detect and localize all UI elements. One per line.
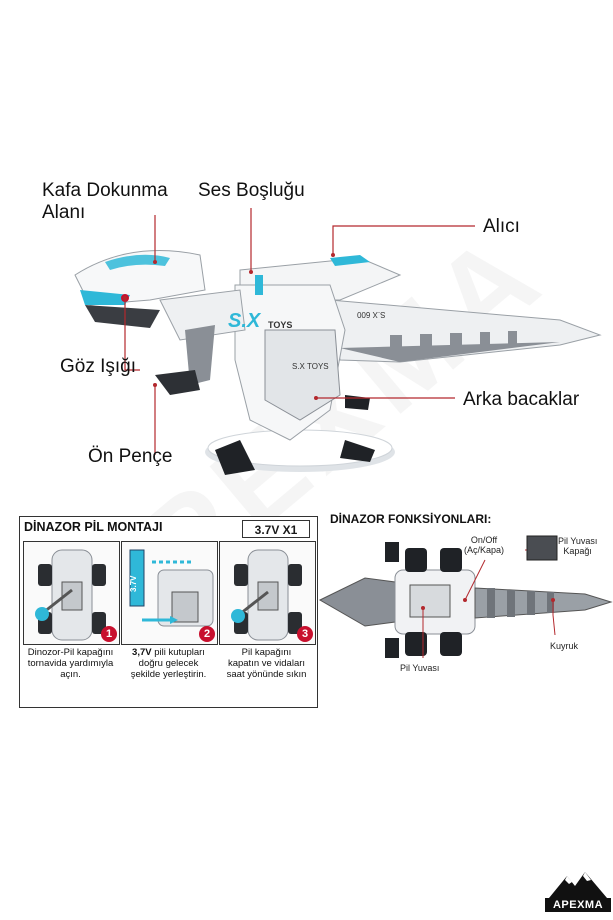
step1-caption-line1: Dinozor-Pil kapağını xyxy=(27,647,114,658)
step2-battery-insert-image xyxy=(129,549,214,627)
step1-caption-line2: tornavida yardımıyla xyxy=(27,658,114,669)
step2-caption-line1: 3,7V pili kutupları xyxy=(121,647,216,658)
robot-tail-mark: S.X 600 xyxy=(357,310,386,319)
battery-cover-label: Pil Yuvası Kapağı xyxy=(558,536,597,556)
onoff-label: On/Off (Aç/Kapa) xyxy=(464,535,504,555)
step2-caption-line2: doğru gelecek xyxy=(138,658,199,669)
step2-number-badge: 2 xyxy=(199,626,215,642)
mountain-icon xyxy=(549,872,607,898)
robot-brand-logo: S.X xyxy=(228,310,261,332)
step3-caption-line1: Pil kapağını xyxy=(241,647,292,658)
callout-receiver: Alıcı xyxy=(483,216,520,237)
step2-caption-bold: 3,7V xyxy=(132,647,152,658)
step2-caption-line3: şekilde yerleştirin. xyxy=(130,669,207,680)
step1-robot-underside-image xyxy=(35,549,106,641)
battery-step-1: 1 xyxy=(23,541,120,645)
battery-installation-panel: DİNAZOR PİL MONTAJI 3.7V X1 1 Dinozor-Pi… xyxy=(19,516,318,708)
callout-front-claw: Ön Pençe xyxy=(88,446,173,467)
step3-robot-underside-image xyxy=(231,549,302,641)
step3-number-badge: 3 xyxy=(297,626,313,642)
step3-caption-line3: saat yönünde sıkın xyxy=(226,669,307,680)
brand-logo-text: APEXMA xyxy=(545,898,611,912)
battery-spec-box: 3.7V X1 xyxy=(242,520,310,538)
step2-caption: 3,7V pili kutupları doğru gelecek şekild… xyxy=(121,647,216,680)
callout-back-legs: Arka bacaklar xyxy=(463,389,580,410)
onoff-line2: (Aç/Kapa) xyxy=(464,545,505,555)
callout-head-touch-area: Kafa Dokunma Alanı xyxy=(42,180,168,224)
step1-caption: Dinozor-Pil kapağını tornavida yardımıyl… xyxy=(23,647,118,680)
robot-dinosaur-illustration xyxy=(74,208,602,475)
step3-caption: Pil kapağını kapatın ve vidaları saat yö… xyxy=(219,647,314,680)
step1-caption-line3: açın. xyxy=(60,669,81,680)
battery-slot-label: Pil Yuvası xyxy=(400,663,440,673)
callout-sound-hole: Ses Boşluğu xyxy=(198,180,305,201)
robot-toys-text: TOYS xyxy=(268,320,293,330)
battery-step-2: 3.7V 2 xyxy=(121,541,218,645)
onoff-line1: On/Off xyxy=(470,535,498,545)
brand-logo: APEXMA xyxy=(545,868,611,916)
step2-cell-label: 3.7V xyxy=(129,575,138,592)
battery-step-3: 3 xyxy=(219,541,316,645)
battery-cover-line1: Pil Yuvası xyxy=(558,536,598,546)
step3-caption-line2: kapatın ve vidaları xyxy=(227,658,306,669)
callout-head-touch-line2: Alanı xyxy=(42,202,86,223)
robot-underside-diagram xyxy=(318,535,613,658)
battery-spec: 3.7V X1 xyxy=(254,523,298,537)
battery-cover-line2: Kapağı xyxy=(563,546,592,556)
functions-title: DİNAZOR FONKSİYONLARI: xyxy=(330,512,492,526)
battery-installation-title: DİNAZOR PİL MONTAJI xyxy=(24,520,163,534)
robot-body-brand: S.X TOYS xyxy=(292,362,329,371)
callout-eye-light: Göz Işığı xyxy=(60,356,137,377)
step1-number-badge: 1 xyxy=(101,626,117,642)
callout-head-touch-line1: Kafa Dokunma xyxy=(42,180,168,201)
tail-label: Kuyruk xyxy=(550,641,579,651)
step2-caption-line1-rest: pili kutupları xyxy=(151,647,205,658)
